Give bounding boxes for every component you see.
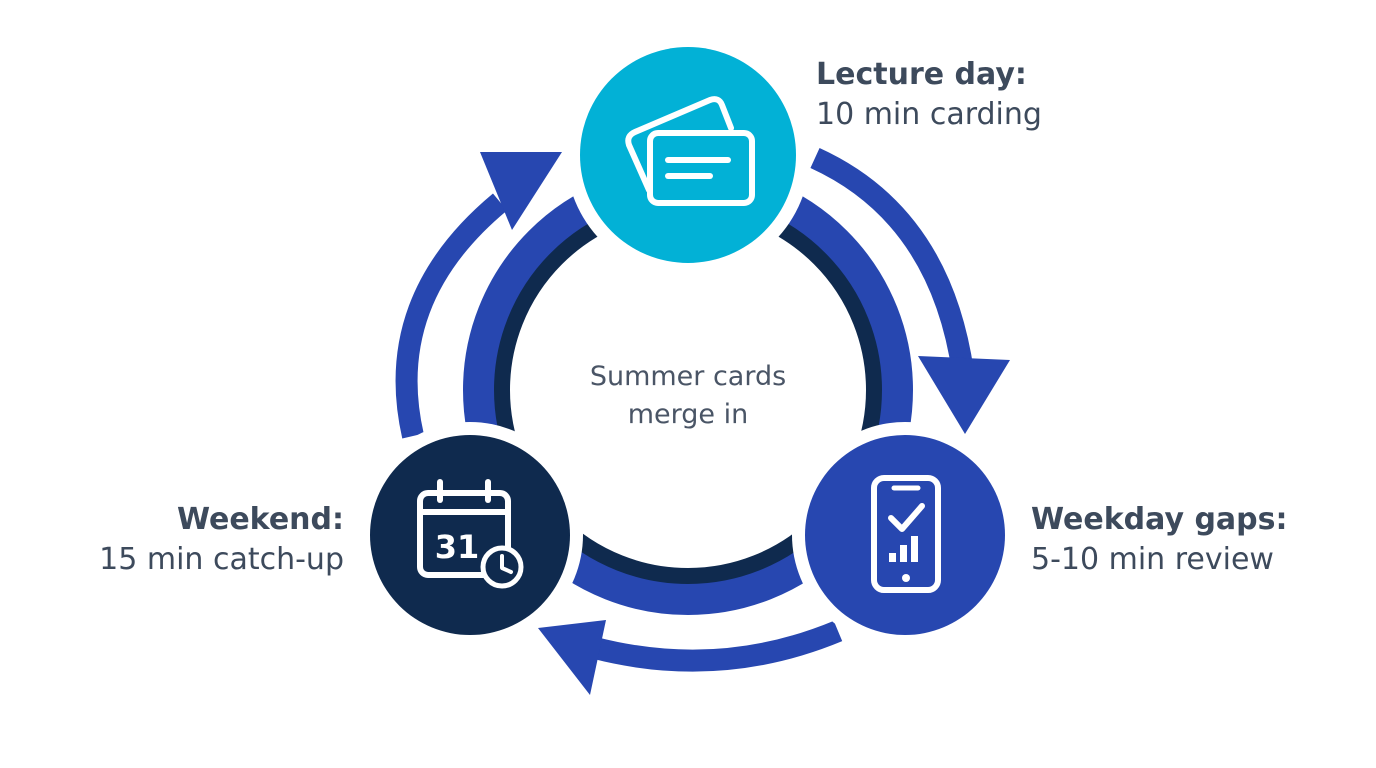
- label-weekday-detail: 5-10 min review: [1031, 542, 1274, 577]
- label-weekday-gaps: Weekday gaps: 5-10 min review: [1031, 500, 1288, 580]
- node-weekday: [805, 435, 1005, 635]
- phone-progress-icon: [871, 475, 941, 593]
- label-lecture-detail: 10 min carding: [816, 97, 1042, 132]
- arrow-weekend-to-lecture: [395, 152, 562, 439]
- label-weekend-title: Weekend:: [176, 502, 344, 537]
- flashcards-icon: [625, 96, 755, 206]
- center-caption: Summer cards merge in: [538, 358, 838, 434]
- node-lecture: [580, 47, 796, 263]
- center-caption-line2: merge in: [627, 399, 749, 430]
- calendar-day-number: 31: [435, 528, 480, 566]
- label-lecture-title: Lecture day:: [816, 57, 1027, 92]
- center-caption-line1: Summer cards: [589, 361, 787, 392]
- label-lecture-day: Lecture day: 10 min carding: [816, 55, 1042, 135]
- label-weekend: Weekend: 15 min catch-up: [99, 500, 344, 580]
- label-weekday-title: Weekday gaps:: [1031, 502, 1288, 537]
- label-weekend-detail: 15 min catch-up: [99, 542, 344, 577]
- arrow-weekday-to-weekend: [538, 620, 843, 695]
- calendar-clock-icon: 31: [417, 479, 524, 589]
- arrow-lecture-to-weekday: [810, 147, 1010, 434]
- node-weekend: 31: [370, 435, 570, 635]
